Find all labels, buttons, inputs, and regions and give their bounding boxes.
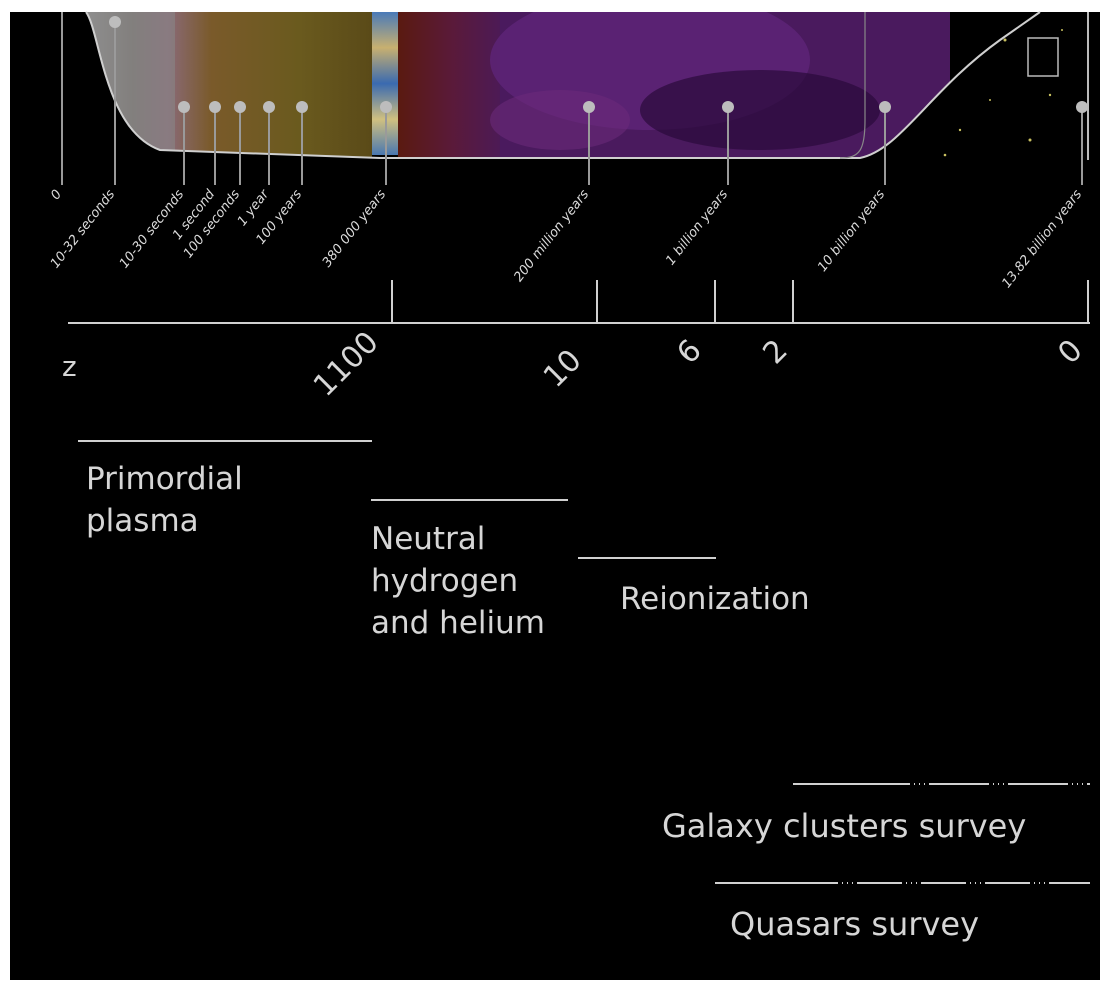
- redshift-axis-label: z: [62, 350, 77, 383]
- time-label: 200 million years: [511, 187, 592, 285]
- panel-background: [10, 12, 1100, 980]
- neutral-hydrogen-helium-label: Neutral hydrogen and helium: [371, 521, 545, 642]
- time-label: 10 billion years: [815, 187, 888, 275]
- universe-evolution-image: [86, 12, 950, 158]
- time-label: 0: [48, 187, 65, 203]
- redshift-tick-label: 10: [537, 343, 589, 395]
- time-marker-dots: [109, 16, 1088, 113]
- time-labels: 0 10-32 seconds 10-30 seconds 1 second 1…: [48, 186, 1085, 291]
- primordial-plasma-label: Primordial plasma: [86, 461, 243, 540]
- redshift-ticks: [391, 280, 1089, 323]
- funnel-outline: [85, 11, 1041, 159]
- redshift-tick-label: 1100: [307, 325, 386, 404]
- era-bars: [78, 440, 716, 559]
- time-label: 13.82 billion years: [999, 187, 1085, 291]
- redshift-tick-label: 2: [756, 333, 794, 371]
- galaxy-clusters-survey-label: Galaxy clusters survey: [662, 807, 1026, 845]
- time-marker-stems: [61, 12, 1083, 185]
- quasars-survey-label: Quasars survey: [730, 905, 979, 943]
- time-label: 380 000 years: [320, 187, 390, 270]
- funnel-inner-edge: [839, 12, 866, 159]
- redshift-tick-label: 6: [670, 333, 708, 371]
- survey-labels: Galaxy clusters survey Quasars survey: [662, 807, 1026, 943]
- galaxy-dots: [943, 29, 1063, 157]
- zoom-box: [1027, 37, 1059, 77]
- redshift-tick-labels: 1100 10 6 2 0: [307, 325, 1090, 404]
- redshift-tick-label: 0: [1051, 333, 1089, 371]
- time-label: 1 billion years: [663, 187, 731, 268]
- reionization-label: Reionization: [620, 581, 810, 617]
